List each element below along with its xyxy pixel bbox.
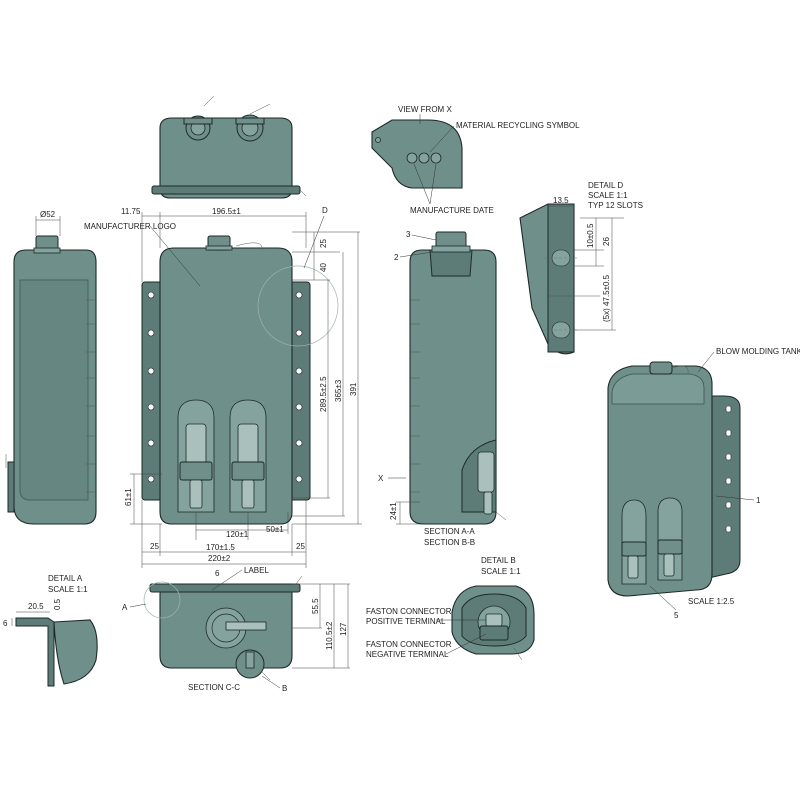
detail-d-scale: SCALE 1:1 <box>588 191 628 200</box>
dim-110-5: 110.5±2 <box>325 621 334 650</box>
detail-d-title: DETAIL D <box>588 181 623 190</box>
material-recycling-label: MATERIAL RECYCLING SYMBOL <box>456 121 580 130</box>
dim-25-left: 25 <box>150 542 159 551</box>
dim-24-group: 24±1 <box>389 502 420 525</box>
dim-47-5: 47.5±0.5 <box>602 274 611 306</box>
dim-365: 365±3 <box>334 379 343 402</box>
detail-d-typ: TYP 12 SLOTS <box>588 201 643 210</box>
dim-50: 50±1 <box>266 525 284 534</box>
callout-1: 1 <box>756 496 761 505</box>
manufacture-date-label: MANUFACTURE DATE <box>410 206 494 215</box>
label-callout: LABEL <box>244 566 269 575</box>
dim-120: 120±1 <box>226 530 249 539</box>
dim-391: 391 <box>349 382 358 396</box>
detail-a-dimensions: 20.5 0.5 6 <box>3 598 62 628</box>
manufacturer-logo-label: MANUFACTURER LOGO <box>84 222 176 231</box>
blow-molding-label: BLOW MOLDING TANK <box>716 347 800 356</box>
callout-3: 3 <box>406 230 411 239</box>
dim-10: 10±0.5 <box>586 223 595 248</box>
section-aa-view <box>409 231 507 525</box>
iso-slots <box>725 405 732 533</box>
dim-170: 170±1.5 <box>206 543 235 552</box>
dim-25-right: 25 <box>296 542 305 551</box>
detail-a-marker: A <box>122 603 128 612</box>
dim-25-top: 25 <box>319 239 328 248</box>
scale-iso-label: SCALE 1:2.5 <box>688 597 735 606</box>
section-cc-label: SECTION C-C <box>188 683 240 692</box>
section-cc-dimensions: 55.5 110.5±2 127 <box>292 583 350 669</box>
detail-b-scale: SCALE 1:1 <box>481 567 521 576</box>
faston-connector-1-label: FASTON CONNECTOR <box>366 607 452 616</box>
callout-5: 5 <box>674 611 679 620</box>
view-from-x <box>371 119 463 189</box>
dim-11-75: 11.75 <box>121 207 141 216</box>
dim-196-5: 196.5±1 <box>212 207 241 216</box>
dim-6-detail: 6 <box>3 619 8 628</box>
dim-127: 127 <box>339 622 348 636</box>
detail-b-marker: B <box>282 684 287 693</box>
isometric-view <box>607 361 741 597</box>
front-view <box>141 235 339 525</box>
dim-220: 220±2 <box>208 554 231 563</box>
detail-d-marker: D <box>322 206 328 215</box>
dim-6-label: 6 <box>215 569 220 578</box>
dim-40: 40 <box>319 263 328 272</box>
section-aa-label: SECTION A-A <box>424 527 475 536</box>
x-marker: X <box>378 474 384 483</box>
pump-pockets <box>177 399 267 513</box>
negative-terminal-label: NEGATIVE TERMINAL <box>366 650 449 659</box>
dim-61: 61±1 <box>124 488 133 506</box>
detail-b-view <box>451 585 535 661</box>
front-slots <box>147 291 303 483</box>
front-dimensions: 11.75 196.5±1 25 40 289.5±2.5 365±3 391 … <box>121 207 362 568</box>
dim-0-5: 0.5 <box>53 598 62 610</box>
detail-a-view <box>15 617 98 687</box>
dim-5x: (5x) <box>602 308 611 322</box>
view-from-x-label: VIEW FROM X <box>398 105 452 114</box>
detail-a-scale: SCALE 1:1 <box>48 585 88 594</box>
section-cc-view <box>143 575 303 681</box>
section-rib-ticks <box>410 299 420 493</box>
section-bb-label: SECTION B-B <box>424 538 475 547</box>
positive-terminal-label: POSITIVE TERMINAL <box>366 617 446 626</box>
left-rib-ticks <box>86 299 96 493</box>
detail-b-title: DETAIL B <box>481 556 516 565</box>
detail-a-title: DETAIL A <box>48 574 83 583</box>
dim-24: 24±1 <box>389 502 398 520</box>
callout-2: 2 <box>394 253 399 262</box>
dim-20-5: 20.5 <box>28 602 44 611</box>
dim-26: 26 <box>602 237 611 246</box>
detail-d-dimensions: 13.5 10±0.5 26 (5x) 47.5±0.5 <box>548 196 624 331</box>
dim-55-5: 55.5 <box>311 598 320 614</box>
detail-d-view <box>519 203 600 355</box>
top-view <box>151 95 307 199</box>
faston-connector-2-label: FASTON CONNECTOR <box>366 640 452 649</box>
dim-d52: Ø52 <box>35 210 61 236</box>
dim-d52-text: Ø52 <box>40 210 56 219</box>
left-side-view <box>5 235 97 525</box>
dim-289-5: 289.5±2.5 <box>319 376 328 412</box>
dim-13-5: 13.5 <box>553 196 569 205</box>
